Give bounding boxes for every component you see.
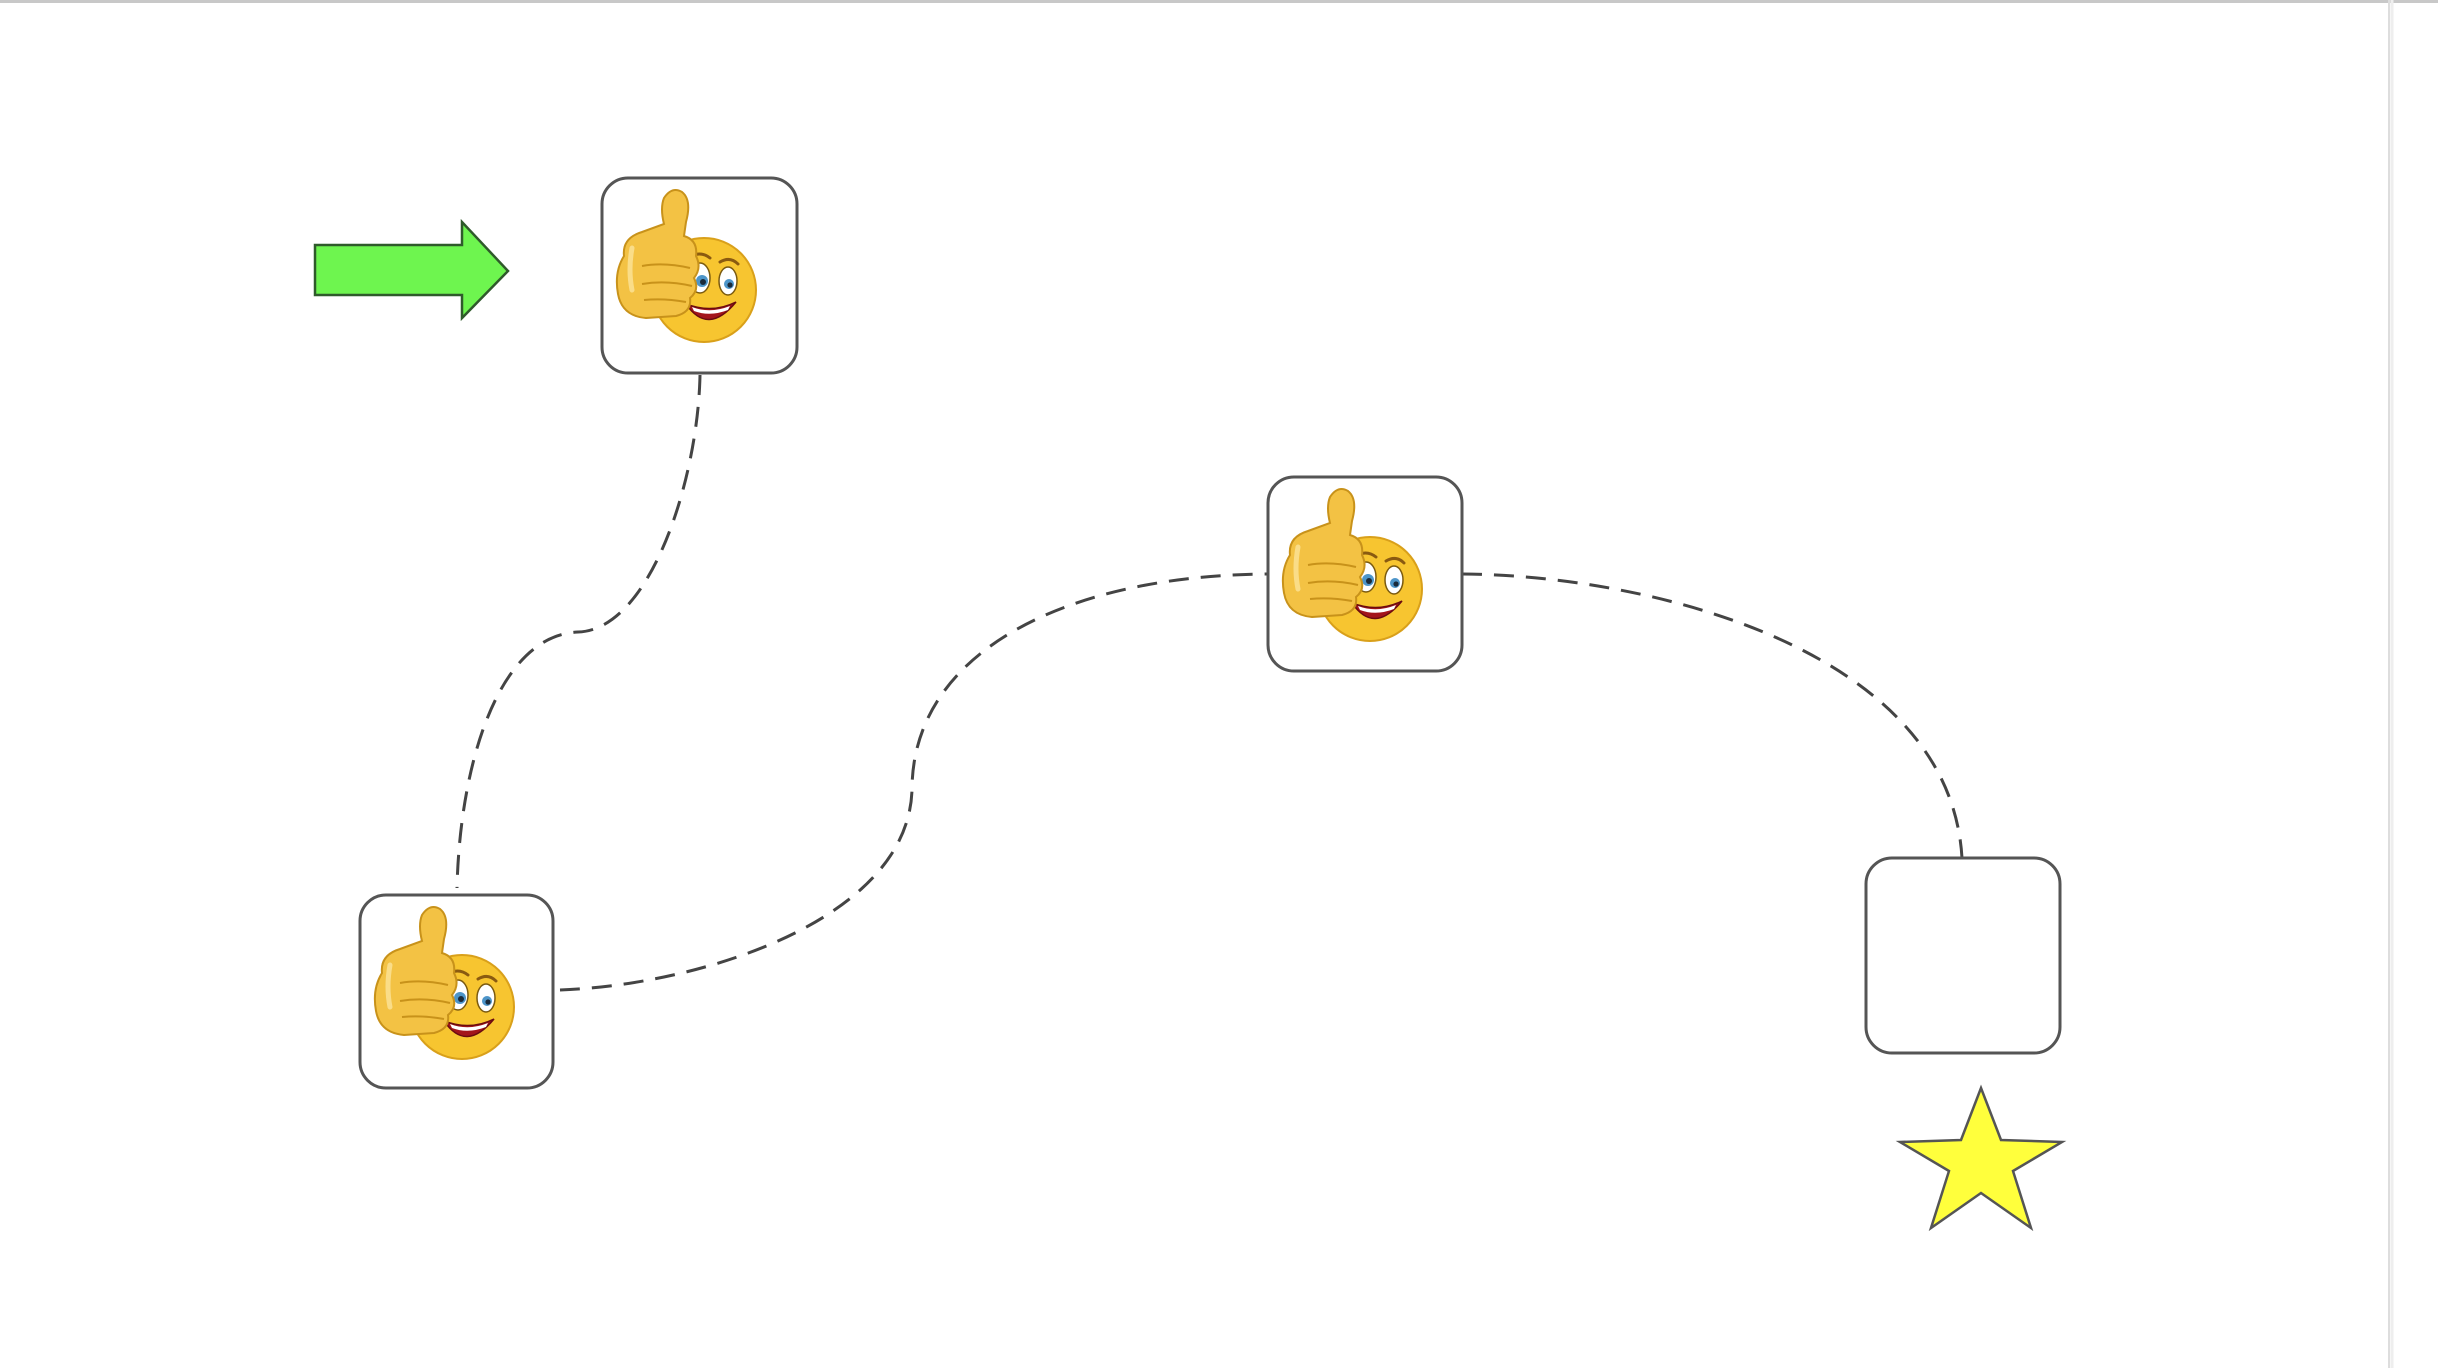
- connector-3-4: [1461, 572, 1964, 859]
- node-2[interactable]: [358, 893, 555, 1090]
- star-icon: [1895, 1084, 2067, 1232]
- node-box-empty: [1864, 856, 2062, 1055]
- connector-1-2: [455, 374, 702, 889]
- connector-2-3: [559, 572, 1269, 992]
- node-1[interactable]: [600, 176, 799, 375]
- connectors: [455, 374, 1964, 992]
- node-3[interactable]: [1266, 475, 1464, 673]
- right-arrow-icon: [313, 218, 510, 322]
- node-4[interactable]: [1864, 856, 2062, 1055]
